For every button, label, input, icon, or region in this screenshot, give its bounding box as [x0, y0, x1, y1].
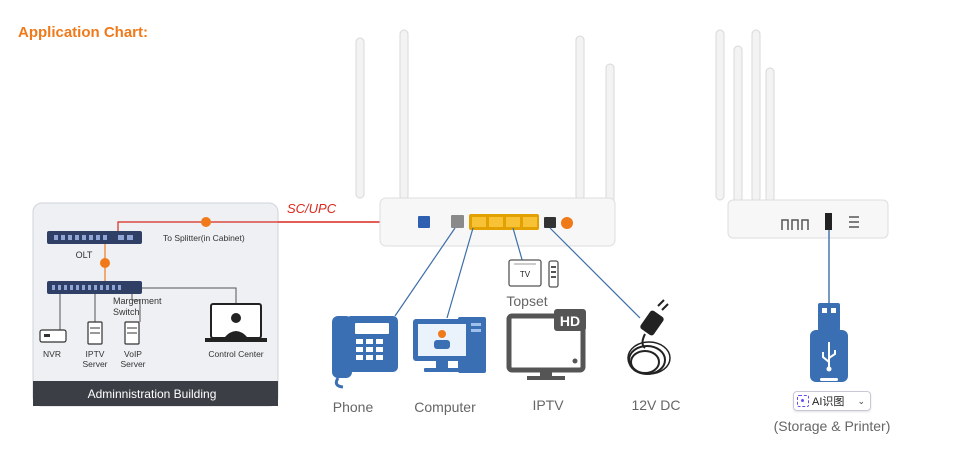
splitter-node-icon: [201, 217, 211, 227]
switch-device: [47, 281, 142, 294]
hd-badge: HD: [560, 313, 580, 329]
usb-port-icon: [825, 213, 832, 230]
lan-ports: [469, 214, 539, 230]
router-rear: [355, 29, 616, 247]
iptv-server-label-2: Server: [82, 359, 107, 369]
switch-label-2: Switch: [113, 307, 140, 317]
storage-label: (Storage & Printer): [774, 418, 891, 434]
dc-jack-icon: [544, 217, 556, 228]
computer-icon: [413, 317, 486, 373]
phone-icon: [332, 316, 398, 389]
page-title: Application Chart:: [18, 24, 148, 41]
computer-label: Computer: [414, 399, 476, 415]
iptv-server-label-1: IPTV: [86, 349, 105, 359]
router-side: [715, 29, 889, 239]
scan-icon: [797, 395, 809, 407]
voip-server-icon: [124, 321, 140, 345]
iptv-icon: [506, 309, 586, 380]
fiber-port-icon: [418, 216, 430, 228]
olt-label: OLT: [76, 250, 93, 260]
nvr-icon: [39, 329, 67, 343]
nvr-label: NVR: [43, 349, 61, 359]
ai-recognize-button[interactable]: AI识图 ⌄: [793, 391, 871, 411]
tv-box-icon: [508, 259, 559, 288]
chevron-down-icon[interactable]: ⌄: [857, 395, 865, 406]
dc-label: 12V DC: [631, 397, 680, 413]
power-button-icon: [561, 217, 573, 229]
iptv-server-icon: [87, 321, 103, 345]
voip-server-label-2: Server: [120, 359, 145, 369]
control-center-icon: [205, 303, 267, 342]
splitter-label: To Splitter(in Cabinet): [163, 233, 245, 243]
phone-label: Phone: [333, 399, 374, 415]
voip-server-label-1: VoIP: [124, 349, 142, 359]
admin-panel: Adminnistration Building OLT To Splitter…: [32, 202, 279, 407]
tv-box-label: TV: [520, 270, 531, 279]
usb-drive-icon: [810, 303, 848, 382]
control-center-label: Control Center: [208, 349, 263, 359]
uplink-node-icon: [100, 258, 110, 268]
iptv-label: IPTV: [532, 397, 564, 413]
switch-label-1: Margerment: [113, 296, 162, 306]
reset-port-icon: [849, 216, 859, 228]
ai-recognize-label: AI识图: [812, 396, 845, 408]
cable-label: SC/UPC: [287, 201, 337, 216]
topset-label: Topset: [506, 293, 547, 309]
phone-port-icon: [451, 215, 464, 228]
power-adapter-icon: [627, 299, 671, 375]
olt-device: [47, 231, 142, 244]
building-label: Adminnistration Building: [88, 387, 217, 401]
